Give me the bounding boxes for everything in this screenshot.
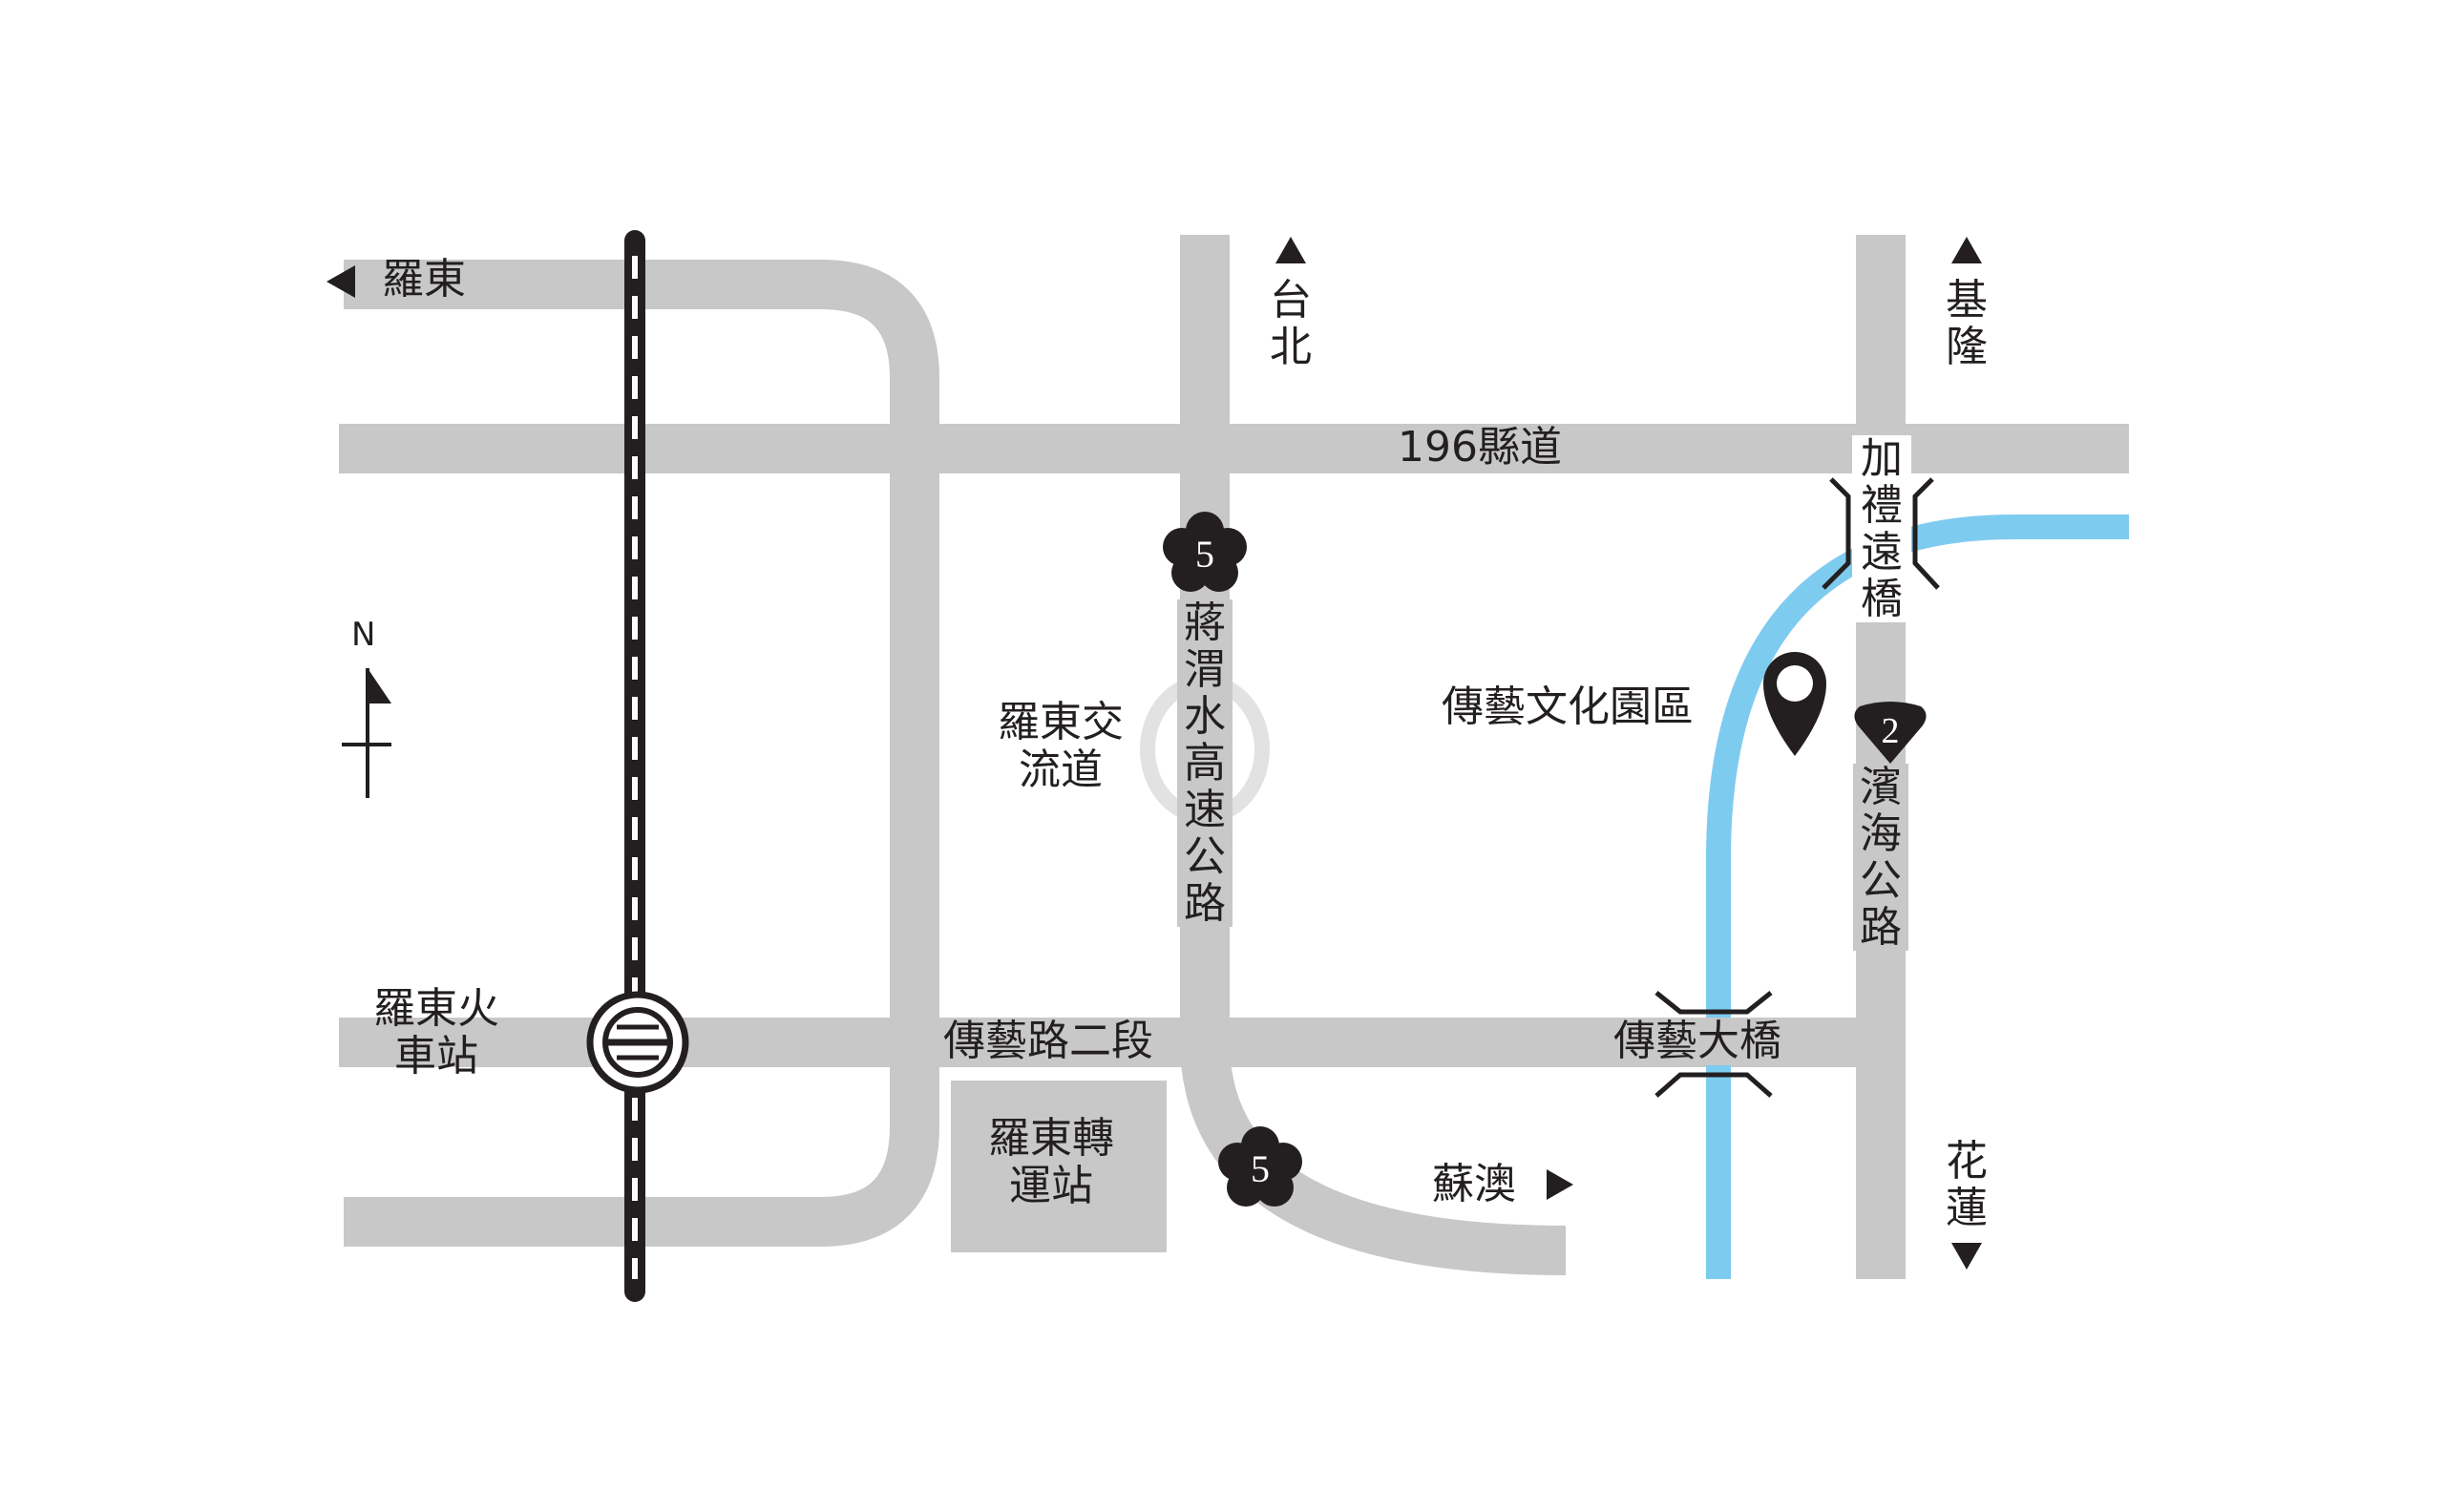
road-freeway-5-label: 蔣渭水高速公路 (1177, 599, 1233, 927)
arrow-south-hualien-icon (1951, 1243, 1982, 1270)
shield-2-label: 2 (1882, 711, 1900, 751)
train-station-label: 羅東火車站 (373, 984, 499, 1081)
freeway-5-north-shield-icon (1163, 512, 1247, 592)
bridge-chuanyi-label: 傳藝大橋 (1610, 1018, 1785, 1065)
railway-logo-icon (586, 991, 689, 1094)
shield-5-south-label: 5 (1251, 1147, 1270, 1190)
highway-2-shield-icon (1854, 702, 1927, 764)
direction-west-label: 羅東 (382, 255, 466, 304)
arrow-west-icon (327, 265, 355, 298)
road-chuanyi-label: 傳藝路二段 (939, 1018, 1157, 1065)
direction-taipei-label: 台北 (1270, 276, 1312, 371)
arrow-north-taipei-icon (1275, 237, 1306, 263)
road-top-west-curve (344, 260, 939, 1247)
compass-north-label: N (351, 616, 376, 654)
arrow-north-keelung-icon (1951, 237, 1982, 263)
north-arrow-icon (342, 668, 391, 798)
shield-5-north-label: 5 (1195, 533, 1214, 576)
interchange-label: 羅東交流道 (998, 698, 1124, 794)
chuanyi-bridge-icon (1654, 991, 1773, 1098)
river (1706, 514, 2129, 1279)
direction-suao-label: 蘇澳 (1432, 1160, 1516, 1208)
location-pin-icon (1763, 652, 1826, 756)
bus-station-block (951, 1081, 1167, 1252)
freeway-5-south-shield-icon (1218, 1126, 1302, 1207)
bridge-jialiyuan-label: 加禮遠橋 (1852, 435, 1911, 622)
arrow-east-suao-icon (1547, 1169, 1573, 1200)
direction-hualien-label: 花蓮 (1946, 1137, 1988, 1232)
jialiyuan-bridge-icon (1822, 477, 1940, 590)
bus-station-label: 羅東轉運站 (988, 1114, 1114, 1210)
destination-label: 傳藝文化園區 (1442, 682, 1694, 731)
direction-keelung-label: 基隆 (1946, 276, 1988, 371)
road-network (339, 235, 2129, 1279)
road-coastal-highway-label: 濱海公路 (1853, 764, 1908, 951)
road-county-196-label: 196縣道 (1394, 424, 1566, 472)
